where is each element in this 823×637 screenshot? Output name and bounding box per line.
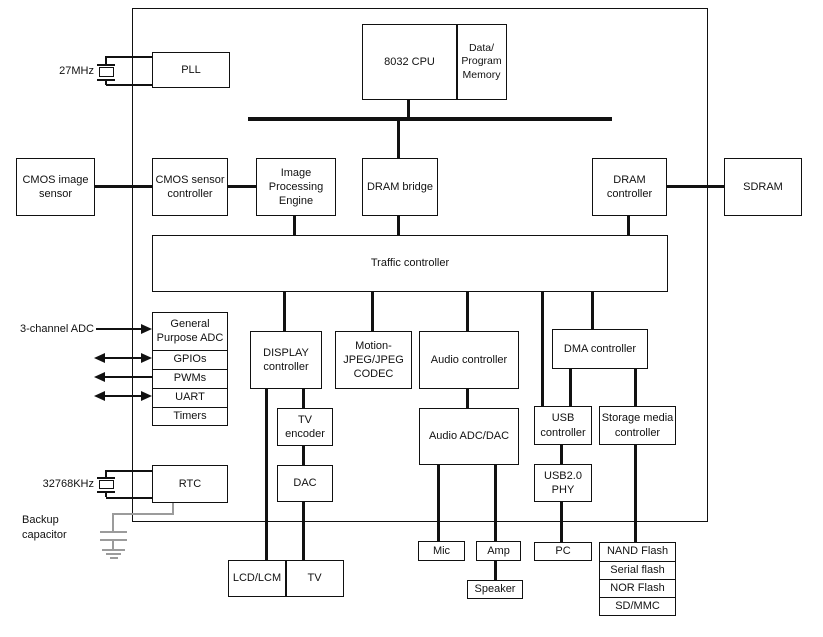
line-dma-storage bbox=[634, 369, 637, 406]
line-traffic-display bbox=[283, 292, 286, 331]
mjpeg-codec-box: Motion- JPEG/JPEG CODEC bbox=[335, 331, 412, 389]
crystal-27mhz-icon bbox=[97, 56, 152, 86]
capacitor-wire bbox=[112, 541, 114, 549]
cpu-box: 8032 CPU Data/ Program Memory bbox=[362, 24, 507, 100]
backup-capacitor-label: Backup capacitor bbox=[22, 514, 67, 541]
ground-icon bbox=[110, 557, 118, 559]
line-amp-speaker bbox=[494, 561, 497, 580]
lcd-lcm-label: LCD/LCM bbox=[232, 572, 282, 585]
usb-phy-box: USB2.0 PHY bbox=[534, 464, 592, 502]
arrow-left-icon bbox=[94, 372, 105, 382]
traffic-controller-box: Traffic controller bbox=[152, 235, 668, 292]
adc-input-label: 3-channel ADC bbox=[20, 323, 94, 335]
line-tv-encoder-dac bbox=[302, 446, 305, 465]
line-display-lcd bbox=[265, 389, 268, 560]
line-traffic-usb bbox=[541, 292, 544, 406]
cpu-label: 8032 CPU bbox=[384, 55, 435, 68]
pll-box: PLL bbox=[152, 52, 230, 88]
line-dac-tv bbox=[302, 502, 305, 560]
cpu-memory-divider bbox=[456, 25, 458, 99]
arrow-left-icon bbox=[94, 353, 105, 363]
capacitor-plate-icon bbox=[100, 531, 127, 533]
nor-flash-row: NOR Flash bbox=[600, 579, 675, 597]
arrow-right-icon bbox=[141, 324, 152, 334]
general-purpose-adc-row: General Purpose ADC bbox=[156, 317, 224, 344]
adc-input-line bbox=[96, 328, 142, 330]
line-display-tv-encoder bbox=[302, 389, 305, 408]
usb-controller-box: USB controller bbox=[534, 406, 592, 445]
line-phy-pc bbox=[560, 502, 563, 542]
tv-label: TV bbox=[307, 572, 322, 585]
line-controller-to-ipe bbox=[228, 185, 256, 188]
line-traffic-mjpeg bbox=[371, 292, 374, 331]
chip-boundary bbox=[132, 8, 708, 522]
gpio-line bbox=[104, 357, 142, 359]
line-usb-phy bbox=[560, 445, 563, 464]
dac-box: DAC bbox=[277, 465, 333, 502]
timers-row: Timers bbox=[153, 407, 227, 425]
line-adcdac-amp bbox=[494, 465, 497, 541]
line-storage-flash bbox=[634, 445, 637, 542]
display-devices-box: LCD/LCM TV bbox=[228, 560, 344, 597]
tv-encoder-box: TV encoder bbox=[277, 408, 333, 446]
ground-icon bbox=[102, 549, 125, 551]
arrow-left-icon bbox=[94, 391, 105, 401]
line-dma-usb bbox=[569, 369, 572, 406]
flash-devices-stack: NAND Flash Serial flash NOR Flash SD/MMC bbox=[599, 542, 676, 616]
crystal-32khz-icon bbox=[97, 470, 152, 499]
line-bus-dram-bridge bbox=[397, 121, 400, 158]
line-audio-adcdac bbox=[466, 389, 469, 408]
cmos-image-sensor-box: CMOS image sensor bbox=[16, 158, 95, 216]
amp-box: Amp bbox=[476, 541, 521, 561]
line-traffic-audio bbox=[466, 292, 469, 331]
crystal-27mhz-label: 27MHz bbox=[59, 65, 94, 77]
uart-line bbox=[104, 395, 142, 397]
arrow-right-icon bbox=[141, 391, 152, 401]
capacitor-wire bbox=[112, 513, 114, 531]
capacitor-plate-icon bbox=[100, 539, 127, 541]
dma-controller-box: DMA controller bbox=[552, 329, 648, 369]
lcd-tv-divider bbox=[285, 561, 287, 596]
line-cmos-sensor-to-controller bbox=[95, 185, 152, 188]
sd-mmc-row: SD/MMC bbox=[600, 597, 675, 615]
image-processing-engine-box: Image Processing Engine bbox=[256, 158, 336, 216]
line-traffic-dma bbox=[591, 292, 594, 329]
cmos-sensor-controller-box: CMOS sensor controller bbox=[152, 158, 228, 216]
storage-media-controller-box: Storage media controller bbox=[599, 406, 676, 445]
line-ipe-traffic bbox=[293, 216, 296, 235]
cpu-memory-section: Data/ Program Memory bbox=[461, 41, 502, 81]
speaker-box: Speaker bbox=[467, 580, 523, 599]
audio-controller-box: Audio controller bbox=[419, 331, 519, 389]
line-dram-controller-traffic bbox=[627, 216, 630, 235]
pc-box: PC bbox=[534, 542, 592, 561]
dram-controller-box: DRAM controller bbox=[592, 158, 667, 216]
line-cpu-bus bbox=[407, 100, 410, 117]
capacitor-wire bbox=[172, 503, 174, 515]
capacitor-wire bbox=[112, 513, 174, 515]
nand-flash-row: NAND Flash bbox=[606, 545, 669, 558]
serial-flash-row: Serial flash bbox=[600, 561, 675, 579]
pwm-line bbox=[104, 376, 152, 378]
pwms-row: PWMs bbox=[153, 369, 227, 388]
display-controller-box: DISPLAY controller bbox=[250, 331, 322, 389]
gpios-row: GPIOs bbox=[153, 350, 227, 369]
ground-icon bbox=[106, 553, 121, 555]
mic-box: Mic bbox=[418, 541, 465, 561]
peripheral-stack: General Purpose ADC GPIOs PWMs UART Time… bbox=[152, 312, 228, 426]
line-dram-controller-to-sdram bbox=[667, 185, 724, 188]
arrow-right-icon bbox=[141, 353, 152, 363]
sdram-box: SDRAM bbox=[724, 158, 802, 216]
audio-adc-dac-box: Audio ADC/DAC bbox=[419, 408, 519, 465]
crystal-32khz-label: 32768KHz bbox=[42, 478, 94, 490]
line-dram-bridge-traffic bbox=[397, 216, 400, 235]
uart-row: UART bbox=[153, 388, 227, 407]
line-adcdac-mic bbox=[437, 465, 440, 541]
dram-bridge-box: DRAM bridge bbox=[362, 158, 438, 216]
rtc-box: RTC bbox=[152, 465, 228, 503]
system-bus-line bbox=[248, 117, 612, 121]
